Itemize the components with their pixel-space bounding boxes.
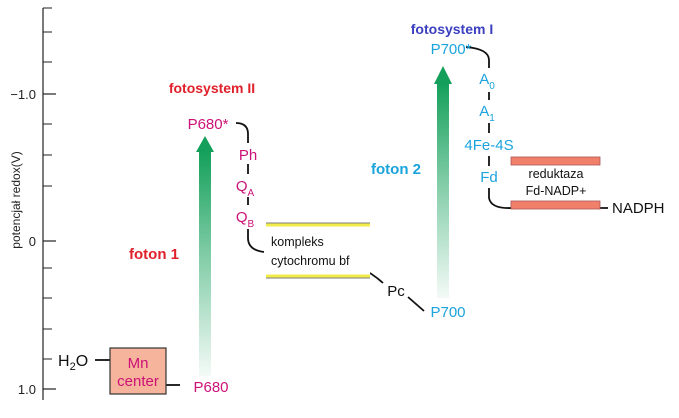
cytochrome-line2: cytochromu bf	[271, 254, 350, 268]
photon-2-label: foton 2	[371, 161, 421, 178]
cytochrome-line1: kompleks	[271, 235, 324, 249]
cytochrome-box	[266, 225, 370, 276]
carrier-ph: Ph	[239, 147, 257, 164]
mn-center-line1: Mn	[128, 355, 149, 372]
y-axis	[42, 7, 56, 400]
p680-excited: P680*	[188, 116, 229, 133]
water-label: H2O	[58, 353, 88, 373]
nadph-label: NADPH	[612, 200, 665, 217]
p700-excited: P700*	[431, 41, 472, 58]
carrier-4fe4s: 4Fe-4S	[464, 137, 513, 154]
carrier-qb: QB	[236, 209, 255, 230]
y-tick-label: 1.0	[18, 382, 36, 397]
mn-center-box	[109, 347, 167, 395]
pc-label: Pc	[387, 283, 405, 300]
photon-1-label: foton 1	[129, 246, 179, 263]
carrier-qa: QA	[236, 178, 255, 199]
carrier-fd: Fd	[480, 169, 498, 186]
p700-ground: P700	[430, 304, 465, 321]
mn-center-line2: center	[117, 373, 159, 390]
ps1-title: fotosystem I	[411, 21, 493, 37]
p680-ground: P680	[193, 379, 228, 396]
y-axis-label: potencjał redox(V)	[9, 151, 23, 248]
ps2-title: fotosystem II	[169, 80, 255, 96]
y-tick-label: −1.0	[10, 87, 36, 102]
y-tick-label: 0	[29, 234, 36, 249]
reductase-top-bar	[510, 156, 601, 166]
reductase-line1: reduktaza	[529, 167, 584, 181]
reductase-line2: Fd-NADP+	[526, 184, 587, 198]
carrier-a1: A1	[479, 103, 495, 124]
carrier-a0: A0	[479, 71, 495, 92]
electron-path	[95, 46, 608, 386]
photon-arrow-1	[196, 136, 214, 376]
photon-arrow-2	[434, 66, 452, 298]
reductase-bottom-bar	[510, 200, 601, 210]
